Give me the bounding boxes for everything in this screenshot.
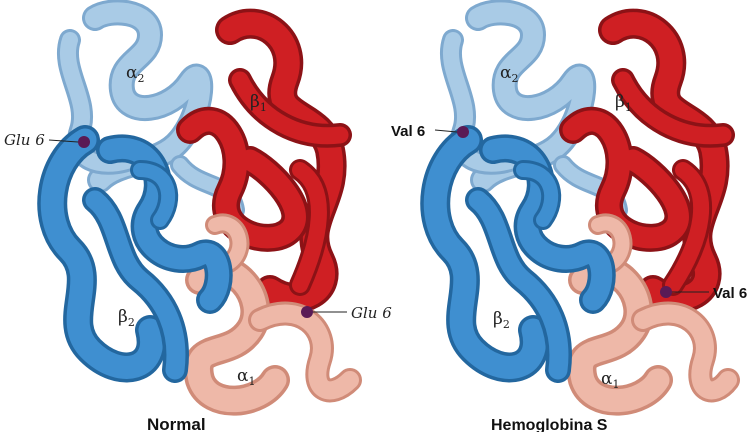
caption-hemoglobin-s: Hemoglobina S xyxy=(491,417,608,432)
label-alpha2-symbol: α xyxy=(500,63,512,83)
panel-hemoglobin-s: α2 β1 β2 α1 Val 6 Val 6 Hemoglobina S xyxy=(391,12,747,432)
label-alpha2-sub: 2 xyxy=(511,72,518,85)
label-beta2-symbol: β xyxy=(118,307,128,327)
label-beta1-sub: 1 xyxy=(625,101,632,114)
residue-label-top: Val 6 xyxy=(391,123,425,140)
label-alpha1: α1 xyxy=(237,366,255,388)
label-beta1-symbol: β xyxy=(615,92,625,112)
residue-marker-bottom xyxy=(301,306,313,318)
label-beta2-sub: 2 xyxy=(503,318,510,331)
caption-normal: Normal xyxy=(147,415,206,432)
residue-label-bottom: Val 6 xyxy=(713,285,747,302)
panel-normal: α2 β1 β2 α1 Glu 6 Glu 6 Normal xyxy=(4,12,392,432)
label-beta2: β2 xyxy=(493,309,510,331)
label-beta2: β2 xyxy=(118,307,135,329)
label-beta2-sub: 2 xyxy=(128,316,135,329)
label-alpha1-sub: 1 xyxy=(248,375,255,388)
residue-marker-top xyxy=(457,126,469,138)
label-alpha1: α1 xyxy=(601,369,619,391)
residue-label-bottom: Glu 6 xyxy=(351,304,392,322)
label-alpha1-sub: 1 xyxy=(612,378,619,391)
label-beta1-sub: 1 xyxy=(260,101,267,114)
label-alpha2-symbol: α xyxy=(126,63,138,83)
residue-label-top: Glu 6 xyxy=(4,131,45,149)
label-alpha2-sub: 2 xyxy=(137,72,144,85)
label-alpha1-symbol: α xyxy=(601,369,613,389)
label-beta1-symbol: β xyxy=(250,92,260,112)
label-alpha1-symbol: α xyxy=(237,366,249,386)
residue-marker-bottom xyxy=(660,286,672,298)
label-beta2-symbol: β xyxy=(493,309,503,329)
residue-marker-top xyxy=(78,136,90,148)
